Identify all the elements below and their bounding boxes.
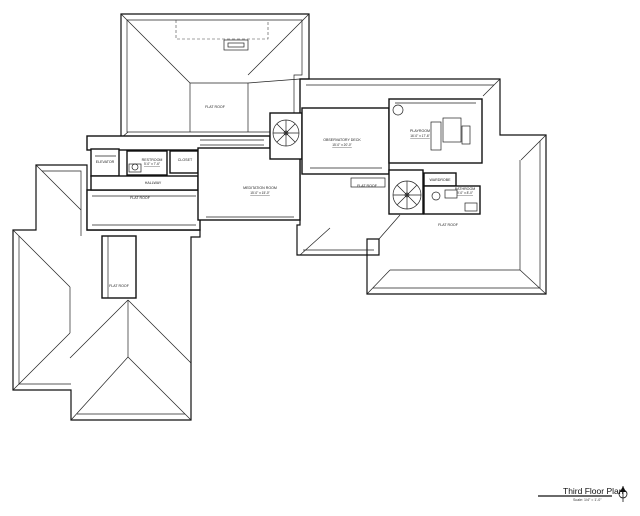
meditation-room-dimension: 15'-0" x 15'-0" xyxy=(250,191,270,195)
elevator-label: ELEVATOR xyxy=(96,160,115,164)
flat-roof-left-label: FLAT ROOF xyxy=(130,196,151,200)
flat-roof-center-label: FLAT ROOF xyxy=(357,184,378,188)
restroom-label: RESTROOM xyxy=(142,158,163,162)
wardrobe-label: WARDROBE xyxy=(429,178,451,182)
plan-title: Third Floor Plan xyxy=(563,486,624,496)
hallway-label: HALLWAY xyxy=(145,181,162,185)
observatory-deck-dimension: 15'-0" x 20'-0" xyxy=(332,143,352,147)
bathroom-dimension: 9'-0" x 8'-0" xyxy=(457,191,473,195)
roof-left-section: FLAT ROOF xyxy=(12,164,201,421)
flat-roof-top-label: FLAT ROOF xyxy=(205,105,226,109)
playroom-dimension: 16'-0" x 17'-6" xyxy=(410,134,430,138)
bathroom-label: BATHROOM xyxy=(455,187,476,191)
north-arrow-icon xyxy=(618,486,628,502)
roof-right-section: FLAT ROOF FLAT ROOF xyxy=(296,78,547,295)
playroom-label: PLAYROOM xyxy=(410,129,430,133)
meditation-room-label: MEDITATION ROOM xyxy=(243,186,277,190)
flat-roof-lower-label: FLAT ROOF xyxy=(109,284,130,288)
interior-rooms: ELEVATOR RESTROOM 5'-0" x 7'-6" CLOSET H… xyxy=(86,98,483,221)
title-block: Third Floor Plan Scale: 1/4" = 1'-0" xyxy=(538,486,628,502)
flat-roof-right-label: FLAT ROOF xyxy=(438,223,459,227)
closet-label: CLOSET xyxy=(178,158,193,162)
roof-flat-strip: FLAT ROOF xyxy=(86,189,201,231)
observatory-deck-label: OBSERVATORY DECK xyxy=(323,138,361,142)
restroom-dimension: 5'-0" x 7'-6" xyxy=(144,162,160,166)
plan-scale: Scale: 1/4" = 1'-0" xyxy=(573,498,602,502)
